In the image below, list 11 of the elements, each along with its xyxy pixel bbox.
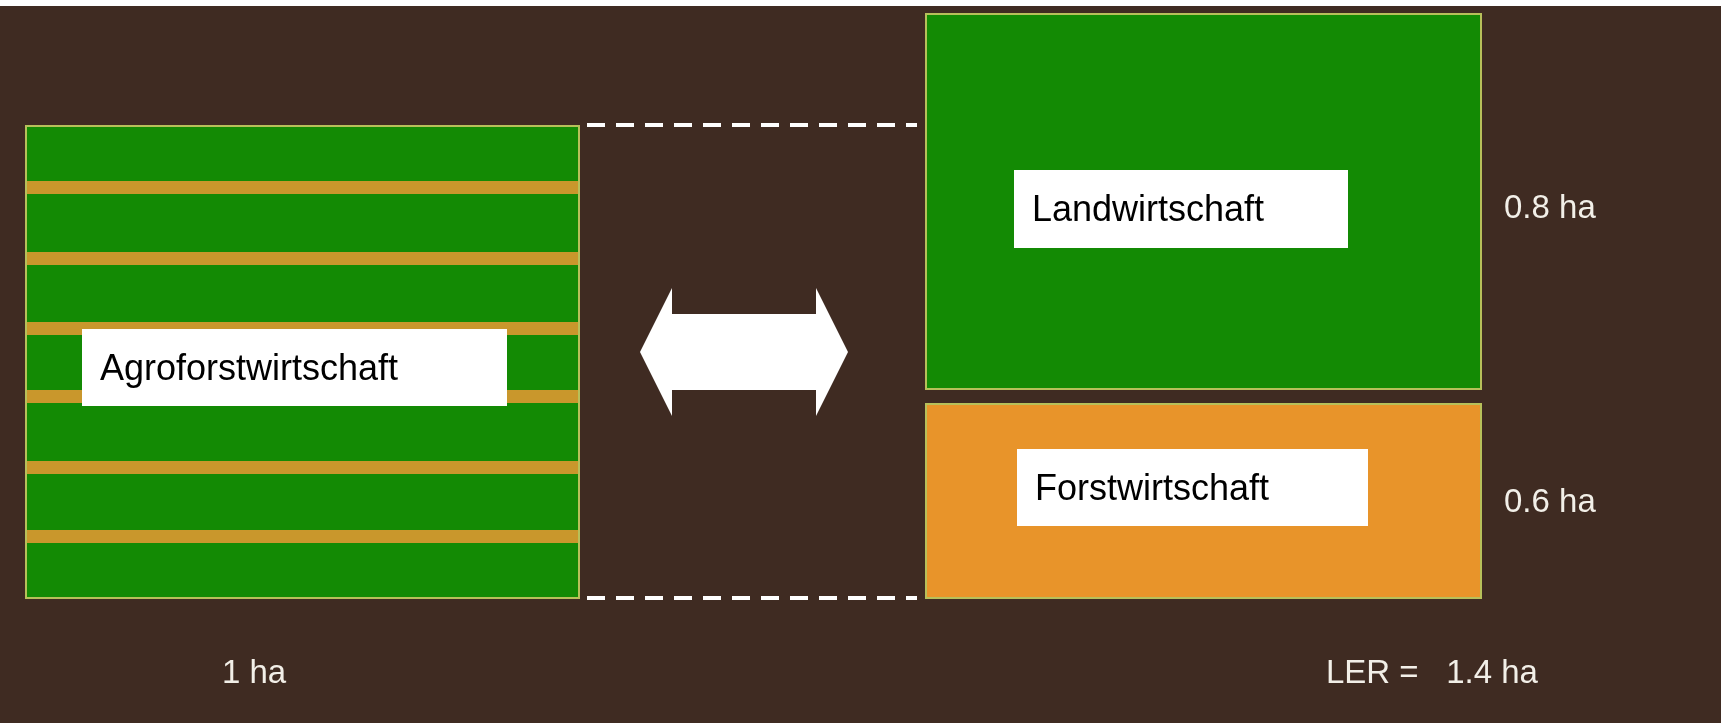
- node-label: Agroforstwirtschaft: [82, 329, 507, 406]
- area-value: 1 ha: [222, 653, 287, 691]
- node-label: Forstwirtschaft: [1017, 449, 1368, 526]
- area-value: 0.6 ha: [1504, 482, 1596, 520]
- field-area: [925, 13, 1482, 390]
- node-label: Landwirtschaft: [1014, 170, 1348, 248]
- area-value: LER = 1.4 ha: [1326, 653, 1538, 691]
- double-arrow: [640, 288, 848, 416]
- striped-field: [25, 125, 580, 599]
- area-value: 0.8 ha: [1504, 188, 1596, 226]
- forest-area: [925, 403, 1482, 599]
